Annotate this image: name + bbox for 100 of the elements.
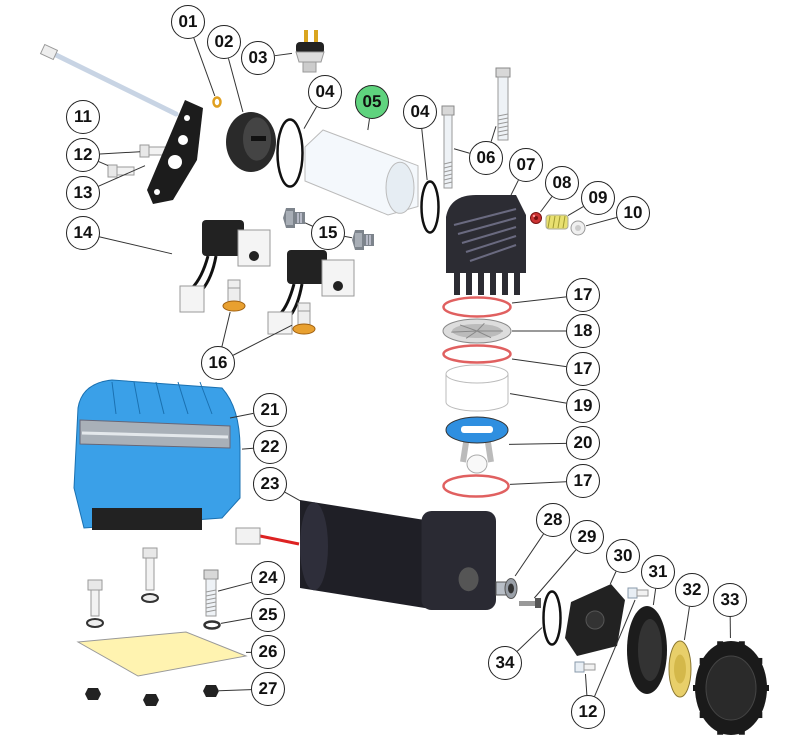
leader-line <box>490 126 496 142</box>
leader-line <box>508 442 566 445</box>
leader-line <box>304 222 313 227</box>
leader-line <box>230 412 254 418</box>
leader-line <box>421 128 428 180</box>
callout-number: 08 <box>545 166 579 200</box>
leader-line <box>510 481 567 485</box>
leader-line <box>594 600 636 697</box>
leader-line <box>99 236 172 254</box>
washer-drawing <box>203 620 221 630</box>
callout-number: 20 <box>566 426 600 460</box>
callout-number: 32 <box>675 573 709 607</box>
callout-number: 17 <box>566 464 600 498</box>
end-plate-drawing <box>563 584 625 656</box>
callout-number: 27 <box>251 672 285 706</box>
spring-drawing <box>546 215 568 229</box>
bolt-drawing <box>108 163 134 179</box>
valve-drawing <box>530 212 542 224</box>
callout-number: 06 <box>469 141 503 175</box>
o-ring-drawing <box>276 118 304 188</box>
leader-line <box>454 148 470 154</box>
leader-line <box>367 118 370 130</box>
callout-number: 07 <box>509 148 543 182</box>
callout-number: 22 <box>253 430 287 464</box>
fitting-drawing <box>352 230 374 250</box>
callout-number: 10 <box>616 196 650 230</box>
leader-line <box>228 58 244 112</box>
leader-line <box>232 324 292 356</box>
callout-number: 26 <box>251 635 285 669</box>
leader-line <box>512 358 567 368</box>
motor-drawing <box>300 500 496 610</box>
bolt-drawing <box>628 586 648 600</box>
end-cap-drawing <box>226 112 276 172</box>
shaft-drawing <box>496 576 518 600</box>
leader-line <box>510 393 567 404</box>
mounting-plate-drawing <box>78 632 246 676</box>
callout-number: 04 <box>308 75 342 109</box>
callout-number: 34 <box>488 646 522 680</box>
leader-line <box>510 180 519 196</box>
callout-number: 17 <box>566 278 600 312</box>
o-ring-drawing <box>442 296 512 318</box>
callout-number: 11 <box>66 100 100 134</box>
fitting-drawing <box>283 208 305 228</box>
nut-drawing <box>203 684 219 698</box>
leader-line <box>514 534 544 576</box>
callout-number: 33 <box>713 583 747 617</box>
leader-line <box>98 165 146 187</box>
leader-line <box>284 492 300 502</box>
callout-number: 17 <box>566 352 600 386</box>
bolt-drawing <box>575 660 595 674</box>
bolt-drawing <box>496 68 510 140</box>
leader-line <box>516 627 542 652</box>
disc-drawing <box>626 605 668 695</box>
leader-line <box>221 312 231 347</box>
filter-drawing <box>668 640 692 698</box>
valve-plate-drawing <box>442 318 512 344</box>
callout-number: 18 <box>566 314 600 348</box>
leader-line <box>344 236 352 238</box>
callout-number: 21 <box>253 393 287 427</box>
leader-line <box>684 606 690 640</box>
bolt-drawing <box>204 570 218 616</box>
leader-line <box>534 549 576 598</box>
callout-number: 03 <box>241 41 275 75</box>
callout-number: 01 <box>171 5 205 39</box>
callout-number: 24 <box>251 561 285 595</box>
callout-number: 09 <box>581 181 615 215</box>
fitting-drawing <box>292 303 316 335</box>
callout-number: 31 <box>641 555 675 589</box>
washer-drawing <box>212 96 222 108</box>
leader-line <box>242 448 254 450</box>
leader-line <box>512 296 567 304</box>
cylinder-drawing <box>305 130 418 215</box>
leader-line <box>304 106 318 130</box>
callout-number: 25 <box>251 598 285 632</box>
leader-line <box>568 206 584 216</box>
o-ring-drawing <box>442 344 512 364</box>
piston-drawing <box>445 416 509 474</box>
leader-line <box>246 652 252 653</box>
callout-number: 02 <box>207 25 241 59</box>
leader-line <box>730 616 731 638</box>
o-ring-drawing <box>420 180 440 234</box>
callout-number: 12 <box>66 138 100 172</box>
plug-drawing <box>570 220 586 236</box>
cap-drawing <box>692 638 770 738</box>
leader-line <box>193 37 216 96</box>
leader-line <box>220 618 252 624</box>
callout-number: 19 <box>566 389 600 423</box>
callout-number: 29 <box>570 520 604 554</box>
callout-number: 05 <box>355 85 389 119</box>
callout-number: 14 <box>66 216 100 250</box>
bracket-drawing <box>145 100 205 205</box>
callout-number: 28 <box>536 503 570 537</box>
leader-line <box>584 674 588 696</box>
leader-line <box>610 570 616 584</box>
callout-number: 23 <box>253 467 287 501</box>
callout-number: 15 <box>311 216 345 250</box>
callout-number: 04 <box>403 95 437 129</box>
label-strip-drawing <box>80 418 230 448</box>
leader-line <box>99 151 140 155</box>
o-ring-drawing <box>442 474 510 498</box>
